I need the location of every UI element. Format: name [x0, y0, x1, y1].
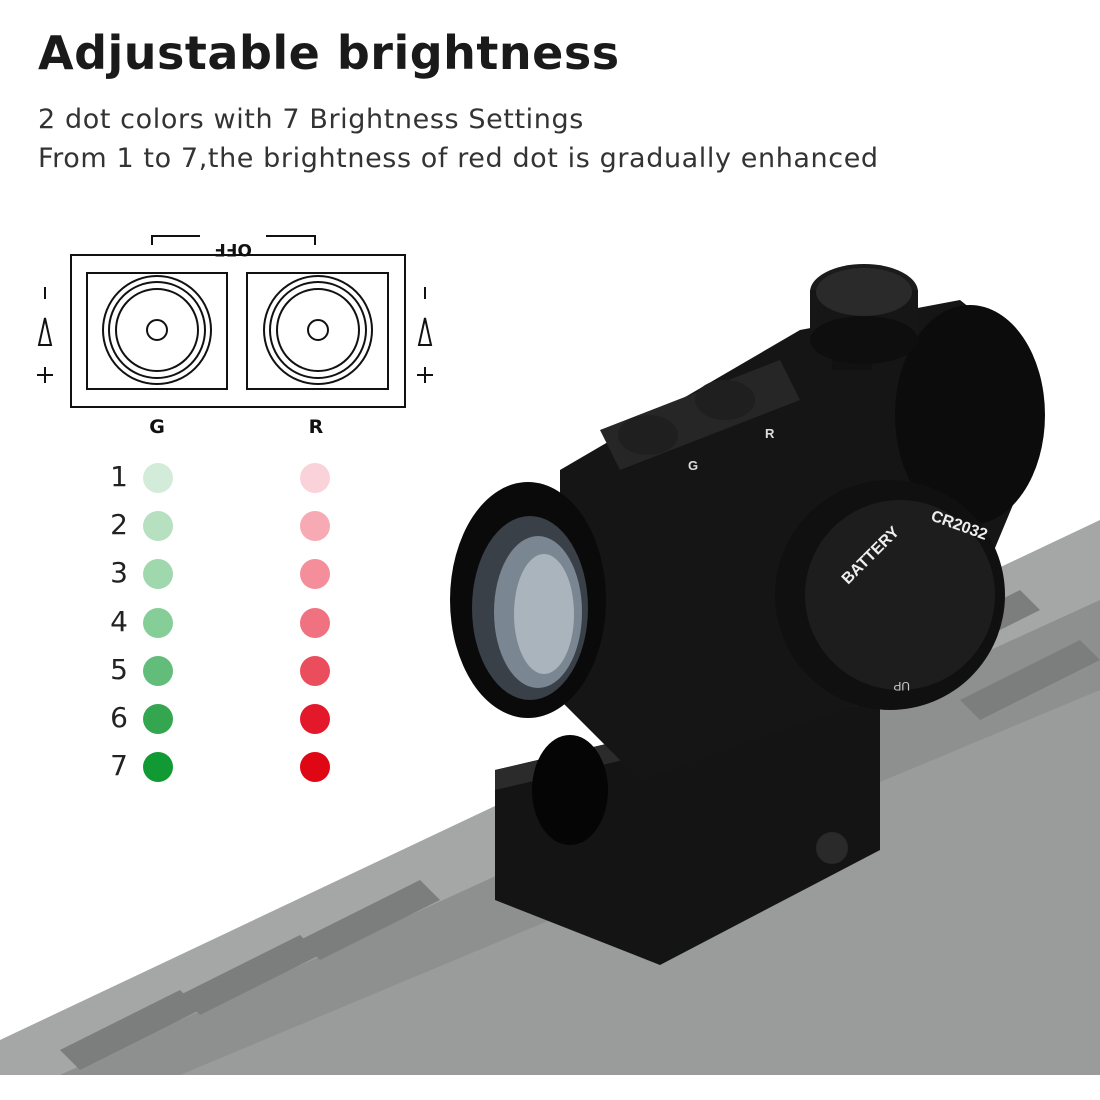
green-dot-level-3	[143, 559, 173, 590]
green-dot-level-2	[143, 511, 173, 542]
red-dot-level-6	[300, 704, 330, 734]
green-button	[618, 415, 678, 455]
level-number: 6	[110, 701, 128, 734]
red-button	[695, 380, 755, 420]
level-number: 4	[110, 604, 128, 638]
level-number: 1	[110, 460, 128, 493]
red-label: R	[309, 416, 324, 438]
sight-body: G R BATTERY CR2032 UP	[450, 264, 1045, 780]
red-dot-level-7	[300, 752, 330, 783]
off-bracket	[151, 235, 316, 245]
level-number: 3	[110, 556, 128, 590]
subtitle-line-2: From 1 to 7,the brightness of red dot is…	[38, 143, 879, 174]
svg-text:G: G	[688, 458, 698, 473]
green-button-symbol	[102, 275, 212, 385]
red-dot-level-2	[300, 511, 330, 542]
red-dot-level-3	[300, 559, 330, 590]
page-title: Adjustable brightness	[38, 26, 620, 80]
svg-text:UP: UP	[893, 679, 910, 693]
red-dot-level-1	[300, 463, 330, 493]
level-number: 7	[110, 749, 128, 783]
red-dot-level-5	[300, 655, 330, 686]
green-dot-level-1	[143, 463, 173, 493]
green-dot-level-4	[143, 607, 173, 638]
svg-text:R: R	[765, 426, 775, 441]
level-number: 2	[110, 508, 128, 542]
green-dot-level-6	[143, 704, 173, 734]
green-label: G	[149, 416, 165, 438]
green-dot-level-5	[143, 655, 173, 686]
red-button-symbol	[263, 275, 373, 385]
right-brightness-symbols	[417, 287, 433, 383]
red-dot-level-4	[300, 607, 330, 638]
level-number: 5	[110, 652, 128, 686]
panel-outline	[70, 254, 406, 408]
subtitle-line-1: 2 dot colors with 7 Brightness Settings	[38, 104, 584, 135]
left-brightness-symbols	[37, 287, 53, 383]
green-dot-level-7	[143, 752, 173, 783]
